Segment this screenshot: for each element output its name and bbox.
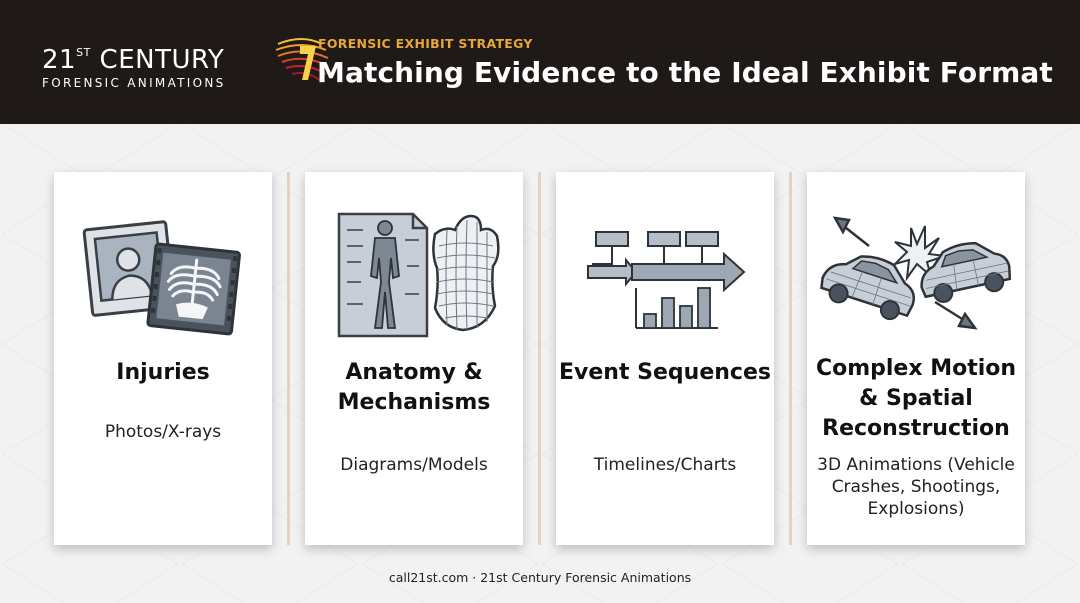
timeline-chart-icon	[587, 231, 746, 329]
divider	[538, 172, 541, 545]
card-description: Timelines/Charts	[593, 455, 737, 475]
page-title: Matching Evidence to the Ideal Exhibit F…	[317, 56, 1053, 89]
card-event-sequences: Event Sequences Timelines/Charts	[556, 172, 774, 545]
card-injuries: Injuries Photos/X-rays	[54, 172, 272, 545]
card-complex-motion: Complex Motion & Spatial Reconstruction …	[807, 172, 1025, 545]
logo-wordmark: 21ST CENTURY	[42, 45, 225, 75]
card-title: Event Sequences	[559, 360, 771, 385]
header-subtitle: FORENSIC EXHIBIT STRATEGY	[318, 36, 533, 51]
divider	[287, 172, 290, 545]
card-description: Diagrams/Models	[340, 455, 488, 475]
logo-swirl-icon	[275, 38, 329, 83]
photo-xray-icon	[82, 220, 241, 336]
footer-text: call21st.com · 21st Century Forensic Ani…	[388, 570, 692, 585]
header-bar: 21ST CENTURY FORENSIC ANIMATIONS FORENSI…	[0, 0, 1080, 124]
company-logo[interactable]: 21ST CENTURY FORENSIC ANIMATIONS	[42, 38, 329, 90]
divider	[789, 172, 792, 545]
card-title: Complex Motion & Spatial Reconstruction	[815, 356, 1017, 441]
anatomy-mannequin-icon	[337, 212, 500, 338]
car-crash-icon	[820, 216, 1012, 330]
logo-tagline: FORENSIC ANIMATIONS	[42, 76, 226, 90]
card-description: Photos/X-rays	[104, 422, 222, 442]
card-title: Injuries	[116, 360, 210, 385]
card-anatomy: Anatomy & Mechanisms Diagrams/Models	[305, 172, 523, 545]
card-title: Anatomy & Mechanisms	[337, 360, 491, 415]
card-description: 3D Animations (Vehicle Crashes, Shooting…	[817, 455, 1015, 519]
